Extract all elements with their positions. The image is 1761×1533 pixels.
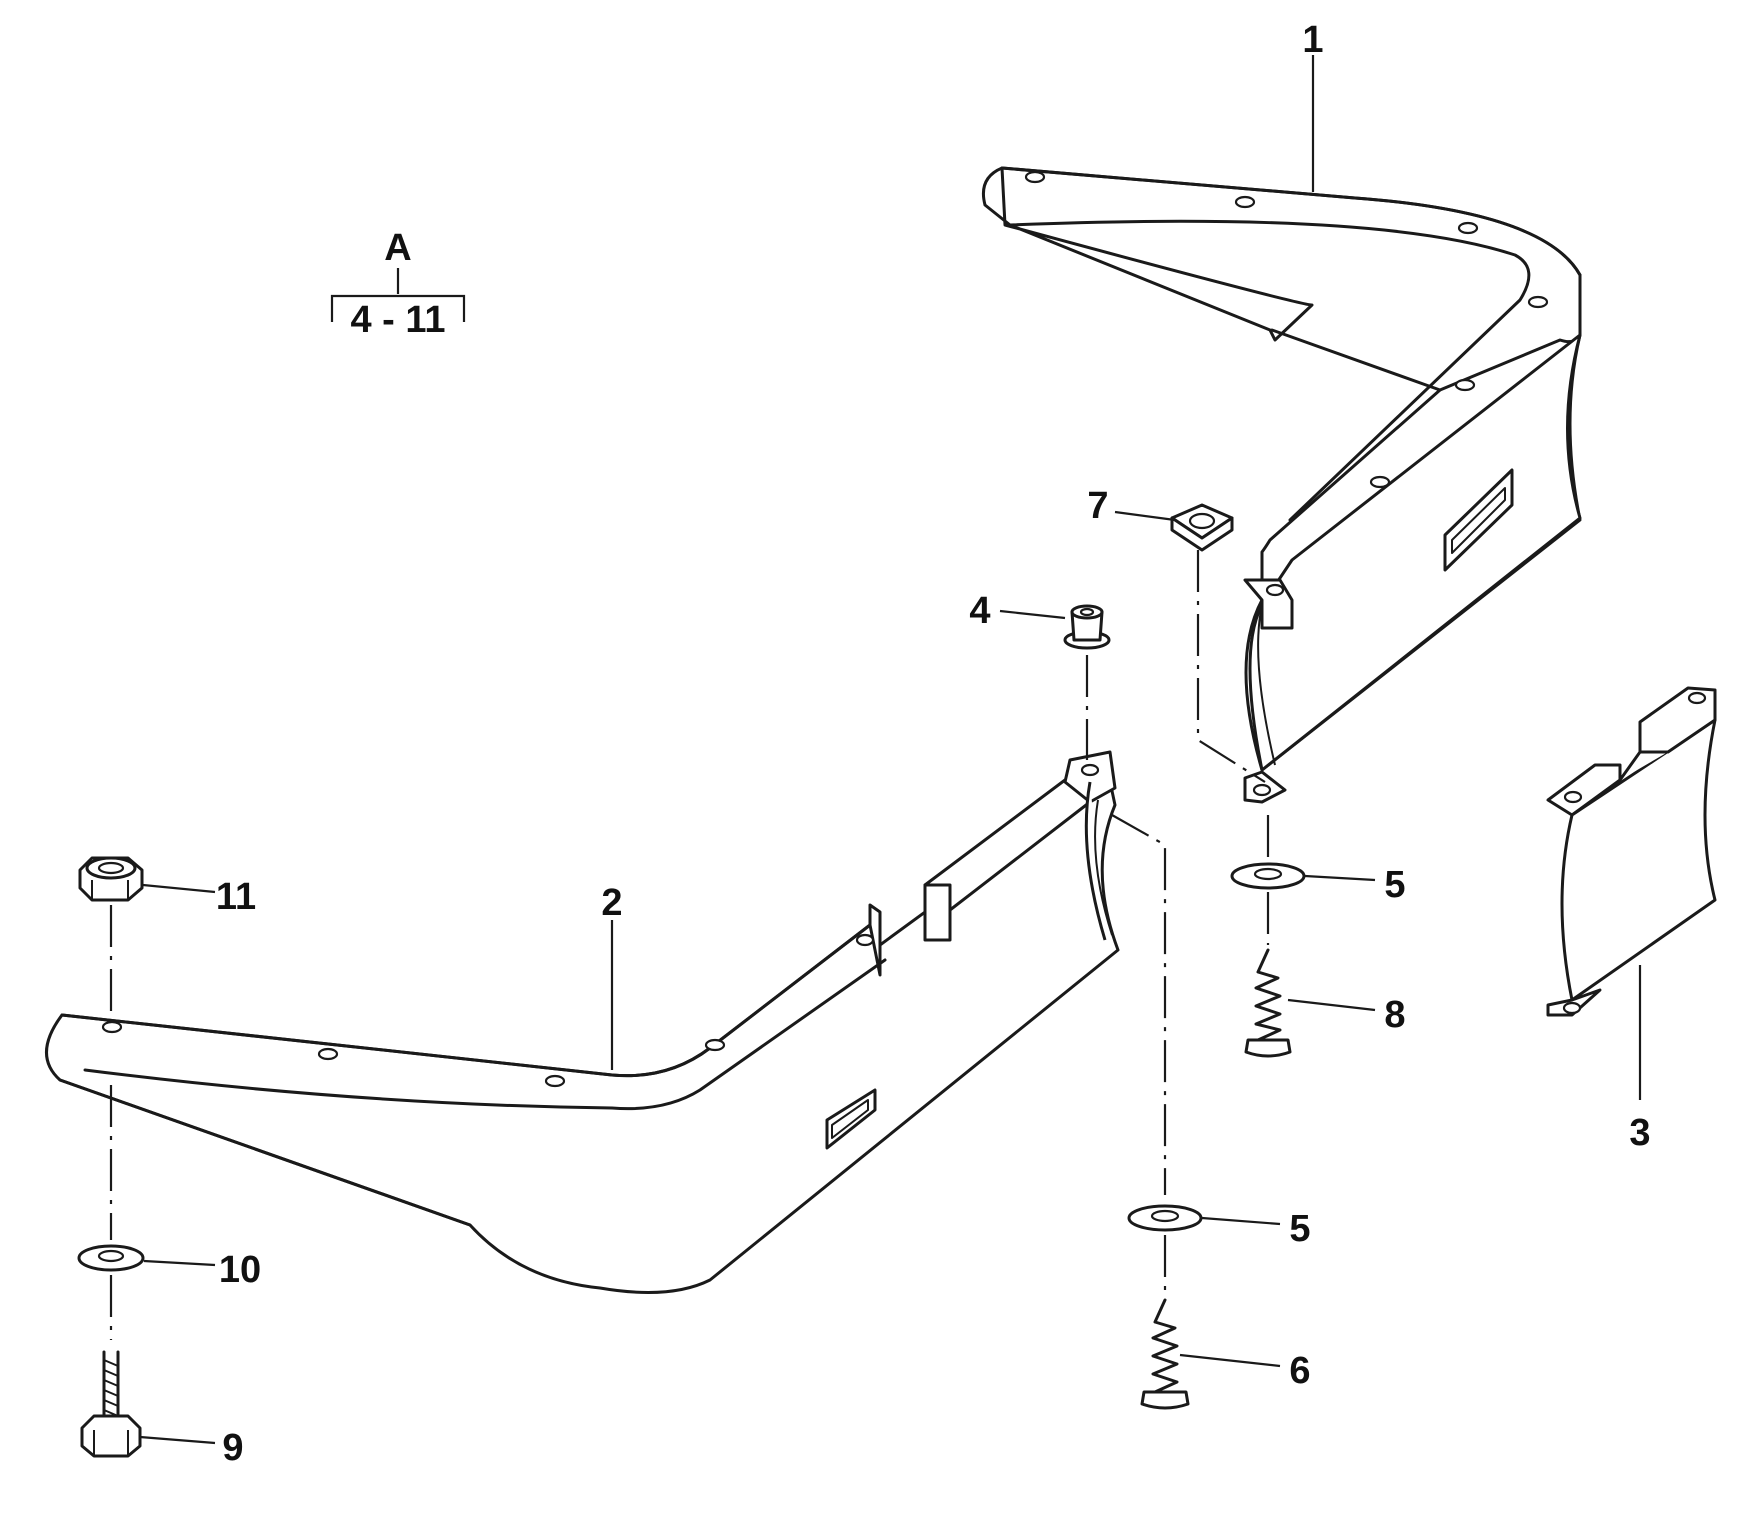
hex-bolt <box>80 1350 142 1458</box>
callout-4: 4 <box>969 590 990 632</box>
ref-range: 4 - 11 <box>350 299 445 341</box>
bumper-upper-section <box>981 166 1582 804</box>
flat-washer <box>77 1244 145 1340</box>
callout-1: 1 <box>1302 19 1323 61</box>
callout-6: 6 <box>1289 1350 1310 1392</box>
tapping-screw-lower <box>1140 1298 1190 1410</box>
callout-leaders <box>139 55 1376 1445</box>
reference-marker: A 4 - 11 <box>330 227 466 341</box>
tapping-screw-upper <box>1244 948 1292 1058</box>
hex-nut <box>78 856 144 1020</box>
callout-5-lower: 5 <box>1289 1208 1310 1250</box>
callout-3: 3 <box>1629 1112 1650 1154</box>
callout-9: 9 <box>222 1427 243 1469</box>
clip-nut <box>1170 503 1266 783</box>
grommet-insert <box>1063 604 1111 760</box>
callout-8: 8 <box>1384 994 1405 1036</box>
bumper-lower-section <box>45 750 1120 1294</box>
side-bracket <box>1546 686 1717 1100</box>
washer-lower <box>1111 814 1203 1295</box>
callout-5-upper: 5 <box>1384 864 1405 906</box>
callout-11: 11 <box>216 876 256 918</box>
callout-7: 7 <box>1087 485 1108 527</box>
ref-letter: A <box>384 227 411 269</box>
callout-10: 10 <box>219 1249 261 1291</box>
washer-upper <box>1230 815 1306 945</box>
callout-2: 2 <box>601 882 622 924</box>
